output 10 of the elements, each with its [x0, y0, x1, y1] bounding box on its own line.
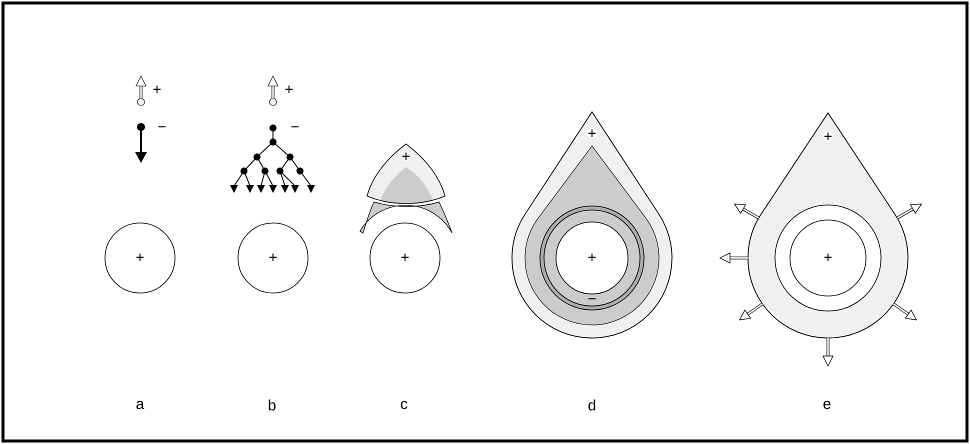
panel-letter: d — [588, 399, 596, 410]
panel-letter: e — [823, 400, 830, 410]
panel-letter: b — [268, 399, 276, 410]
charge-sign: + — [285, 86, 293, 93]
charge-sign: − — [158, 126, 166, 128]
hatched-arch — [360, 202, 452, 234]
charge-sign: + — [153, 86, 161, 93]
charge-sign: − — [291, 126, 299, 128]
panel-letter: a — [136, 400, 144, 410]
panel-letter: c — [400, 400, 408, 410]
